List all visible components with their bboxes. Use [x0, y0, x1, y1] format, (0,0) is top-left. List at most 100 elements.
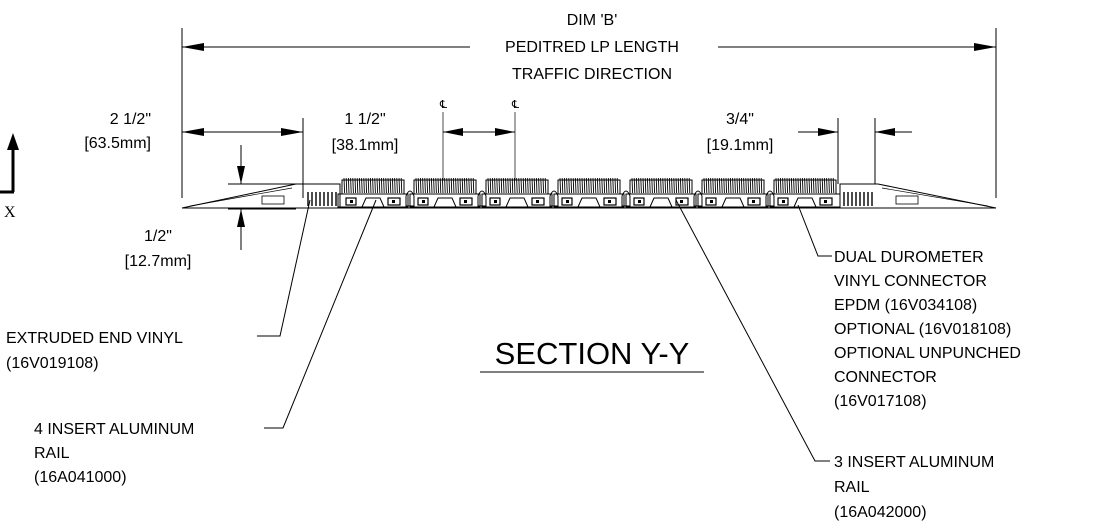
traffic-direction-label: TRAFFIC DIRECTION — [512, 66, 672, 83]
brush-bristle — [644, 177, 647, 194]
brush-bristle — [544, 177, 547, 194]
rail-channel — [561, 197, 573, 206]
brush-bristle — [653, 177, 656, 194]
brush-bristle — [651, 177, 653, 194]
connector-label-4: OPTIONAL (16V018108) — [834, 321, 1011, 338]
rail-bolt — [608, 200, 611, 203]
gap-dimension: 3/4" [19.1mm] — [707, 111, 912, 184]
arrowhead-gap-left — [818, 128, 838, 136]
brush-bristle — [391, 177, 394, 194]
brush-bristle — [660, 177, 662, 194]
brush-bristle — [538, 177, 540, 194]
brush-bristle — [419, 177, 422, 194]
brush-bristle — [786, 177, 789, 194]
brush-bristle — [466, 177, 468, 194]
vinyl-connector — [405, 190, 415, 207]
brush-bristle — [686, 177, 689, 194]
brush-bristle — [509, 177, 512, 194]
brush-bristle — [439, 177, 442, 194]
brush-bristle — [380, 177, 383, 194]
brush-bristle — [502, 177, 505, 194]
brush-bristle — [747, 177, 750, 194]
rail-channel — [633, 197, 645, 206]
rail-web — [433, 197, 457, 208]
brush-bristle — [826, 177, 828, 194]
brush-bristle — [347, 177, 350, 194]
rail-bolt — [392, 200, 395, 203]
rail-4-label: 4 INSERT ALUMINUM — [34, 421, 194, 438]
brush-bristle — [601, 177, 603, 194]
brush-bristle — [740, 177, 743, 194]
brush-bristle — [524, 177, 527, 194]
brush-bristle — [684, 177, 686, 194]
brush-bristle — [599, 177, 601, 194]
brush-bristle — [718, 177, 721, 194]
brush-bristle — [749, 177, 752, 194]
arrowhead-ramp-left — [182, 128, 204, 136]
rail-channel — [459, 197, 473, 206]
vinyl-connector — [621, 190, 631, 207]
brush-bristle — [448, 177, 451, 194]
gap-inches: 3/4" — [726, 111, 754, 128]
brush-bristle — [363, 177, 365, 194]
rail-3-label: 3 INSERT ALUMINUM — [834, 454, 994, 471]
brush-bristle — [513, 177, 516, 194]
arrowhead-left — [182, 43, 204, 51]
brush-bristle — [675, 177, 678, 194]
overall-length-label: PEDITRED LP LENGTH — [505, 39, 679, 56]
brush-bristle — [533, 177, 536, 194]
brush-bristle — [396, 177, 398, 194]
section-title: SECTION Y-Y — [495, 336, 690, 371]
rail-channel — [489, 197, 501, 206]
brush-bristle — [378, 177, 381, 194]
rail-channel — [675, 197, 689, 206]
brush-bristle — [356, 177, 359, 194]
rail-channel — [777, 197, 789, 206]
brush-bristle — [666, 177, 669, 194]
ramp-cavity — [895, 195, 919, 205]
brush-bristle — [594, 177, 597, 194]
brush-bristle — [784, 177, 786, 194]
brush-bristle — [426, 177, 429, 194]
brush-bristle — [352, 177, 354, 194]
brush-bristle — [433, 177, 435, 194]
brush-bristle — [710, 177, 712, 194]
brush-bristle — [638, 177, 640, 194]
brush-bristle — [662, 177, 664, 194]
leader-rail-3 — [675, 199, 830, 462]
brush-bristle — [655, 177, 658, 194]
brush-bristle — [716, 177, 719, 194]
brush-bristle — [561, 177, 564, 194]
left-ramp-texture — [189, 187, 293, 207]
arrowhead-pitch-left — [443, 128, 463, 136]
brush-bristle — [415, 177, 418, 194]
brush-bristle — [804, 177, 806, 194]
rail-3-part-number: (16A042000) — [834, 504, 927, 521]
brush-bristle — [610, 177, 612, 194]
brush-bristle — [760, 177, 763, 194]
rail-body — [337, 193, 409, 208]
brush-bristle — [832, 177, 835, 194]
brush-bristle — [806, 177, 808, 194]
mat-profile — [181, 177, 997, 209]
arrowhead-gap-right — [875, 128, 895, 136]
rail-segment — [553, 177, 625, 208]
end-vinyl-label: EXTRUDED END VINYL — [6, 330, 183, 347]
brush-bristle — [743, 177, 745, 194]
rail-bolt — [464, 200, 467, 203]
connector-label-6: CONNECTOR — [834, 369, 937, 386]
rail-channel — [747, 197, 761, 206]
brush-bristle — [712, 177, 714, 194]
brush-bristle — [707, 177, 710, 194]
rail-4-part-number: (16A041000) — [34, 469, 127, 486]
brush-bristle — [507, 177, 509, 194]
brush-bristle — [358, 177, 361, 194]
rail-web — [505, 197, 529, 208]
brush-bristle — [779, 177, 782, 194]
rail-bolt — [824, 200, 827, 203]
right-ramp-ridges — [843, 192, 919, 206]
brush-bristle — [365, 177, 368, 194]
brush-bristle — [688, 177, 691, 194]
brush-bristle — [455, 177, 457, 194]
rail-body — [553, 193, 625, 208]
